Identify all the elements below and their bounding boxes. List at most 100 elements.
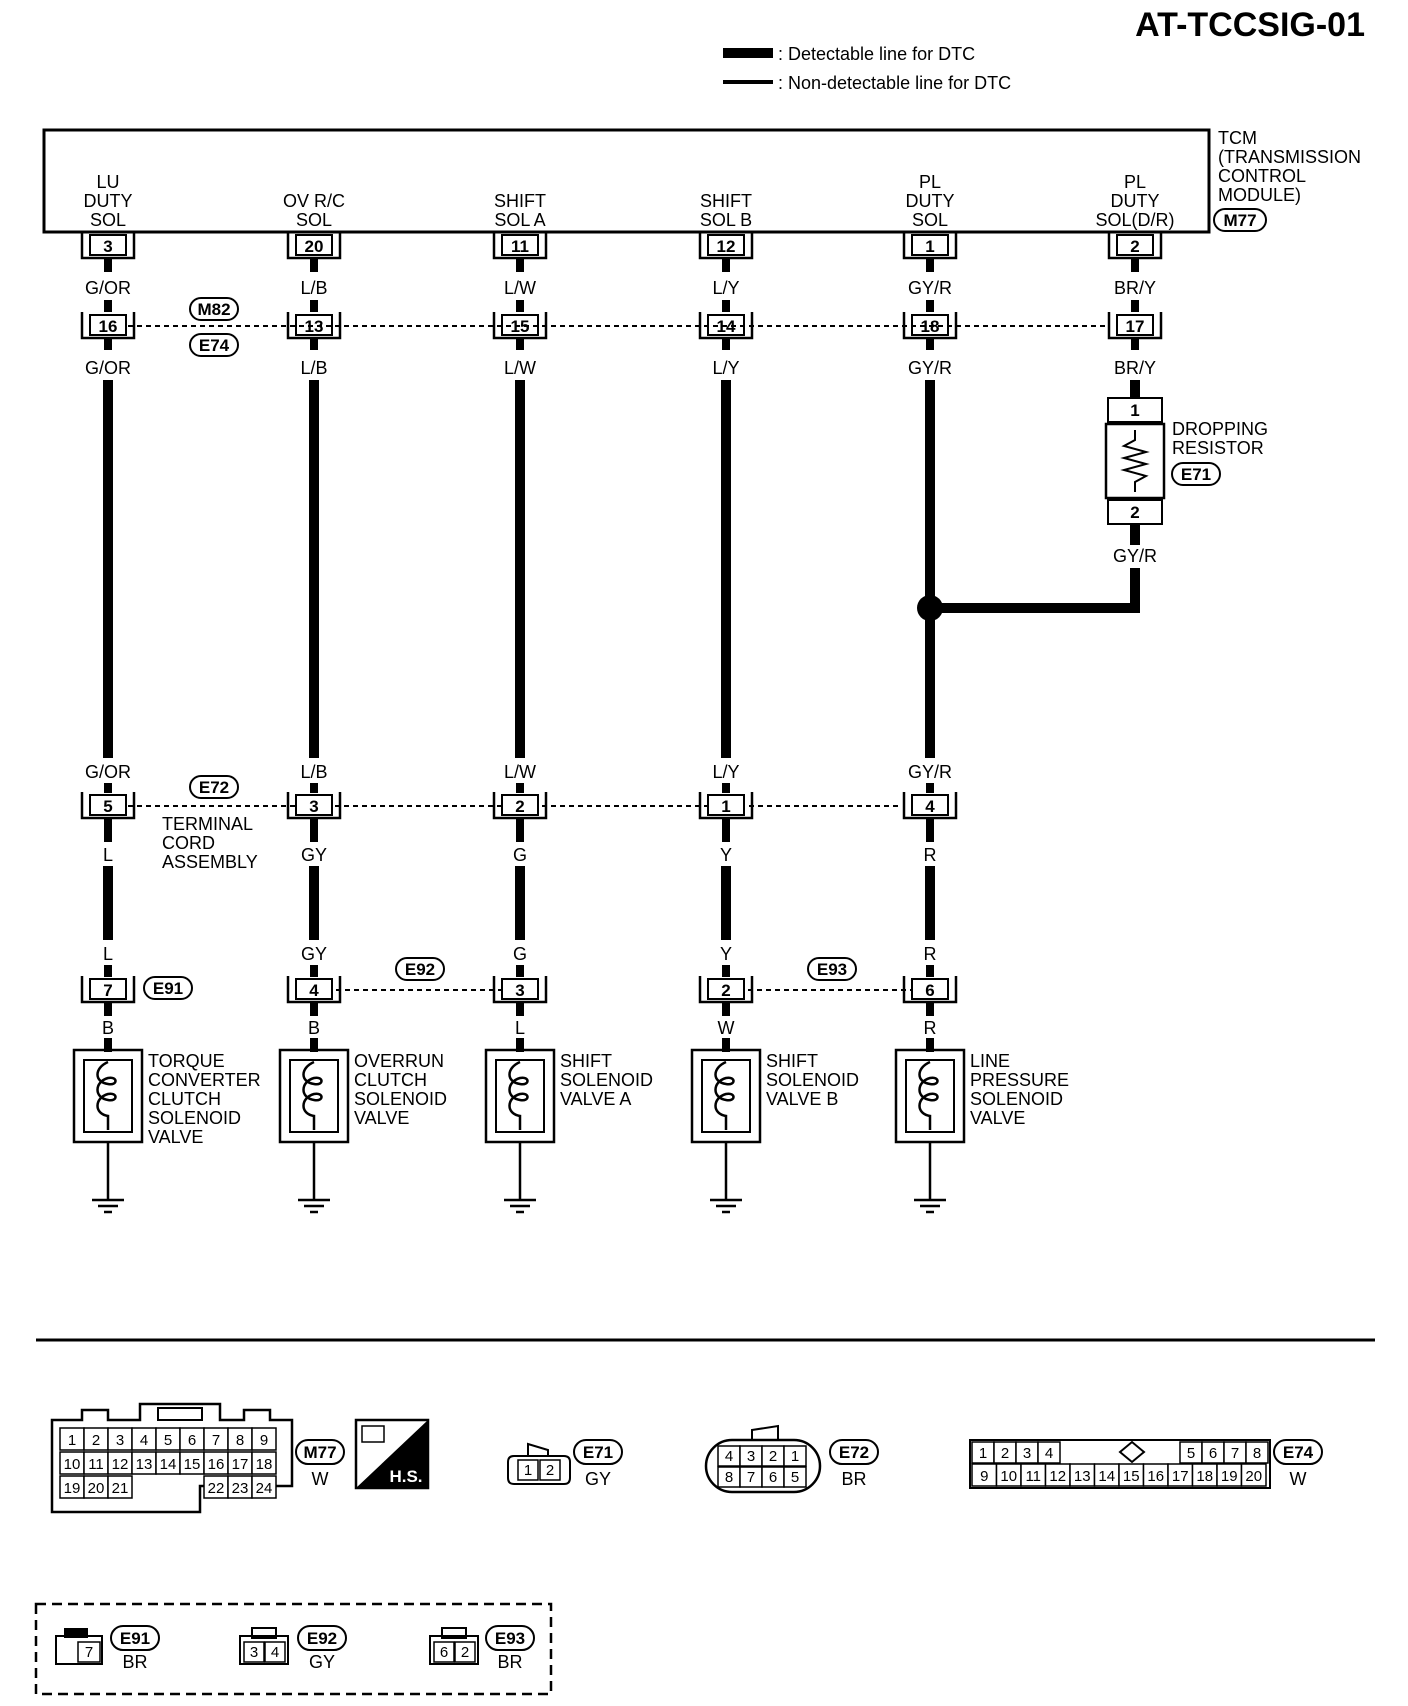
e74-pin: 4 [1045,1445,1053,1462]
sol-conn-pin-2: 4 [286,976,342,1004]
m82-e74-pin-6-box [1116,314,1154,336]
e72-pin-cell [783,1466,807,1488]
e72-name-2: CORD [162,833,215,853]
sol-conn-wire-bottom-color: R [924,1018,937,1038]
solenoid-name-line-4: SOLENOID [148,1108,241,1128]
e74-pin: 20 [1245,1468,1262,1485]
m77-pin: 16 [208,1456,225,1473]
e74-color: W [1290,1469,1307,1489]
m77-pin: 2 [92,1432,100,1449]
sol-conn-wire-top-color: G [513,944,527,964]
e71-pin: 2 [546,1462,554,1479]
tcm-title-2: (TRANSMISSION [1218,147,1361,167]
m77-pin: 3 [116,1432,124,1449]
tcm-pin-2-box [295,234,333,256]
e74-wire-color: G/OR [85,358,131,378]
solenoid-name-line-3: SOLENOID [970,1089,1063,1109]
e74-view-badge [1273,1439,1323,1465]
tcm-terminal-label-2: SHIFT [700,191,752,211]
sol-conn-pin-2-box [295,978,333,1000]
sol-conn-pin-2-frame [286,976,342,1004]
m82-e74-pin-1-number: 16 [99,317,118,336]
solenoid-symbol [278,1048,350,1144]
e72-pin-3-number: 2 [515,797,524,816]
sol-conn-wire-top-color: GY [301,944,327,964]
e93-view-label: E93 [495,1629,525,1648]
e93-housing [429,1635,479,1665]
e92-pin-cell [243,1641,265,1663]
tcm-pin-1-frame [80,232,136,260]
tcm-pin-3: 11 [492,232,548,260]
e74-pin: 9 [980,1468,988,1485]
m77-view-badge [295,1439,345,1465]
solenoid-name-line-1: SHIFT [766,1051,818,1071]
m82-e74-pin-6: 17 [1107,312,1163,340]
circuit-column-1: G/OR5LL7BTORQUECONVERTERCLUTCHSOLENOIDVA… [72,380,261,1214]
solenoid-name-line-4: VALVE [970,1108,1025,1128]
m77-pin: 15 [184,1456,201,1473]
e72-wire-bottom-color: L [103,845,113,865]
e92-badge [395,957,445,981]
solenoid-name-line-5: VALVE [148,1127,203,1147]
e93-color: BR [497,1652,522,1672]
e93-label: E93 [817,960,847,979]
e72-housing [704,1438,822,1494]
solenoid-name-line-1: LINE [970,1051,1010,1071]
coil-icon [96,1060,117,1130]
coil-icon [508,1060,529,1130]
sol-conn-pin-1-number: 7 [103,981,112,1000]
e72-pin-1: 5 [80,792,136,820]
e72-wire-bottom-color: G [513,845,527,865]
e72-wire-bottom-color: R [924,845,937,865]
e72-name-1: TERMINAL [162,814,253,834]
resistor-pin-1: 1 [1130,401,1139,420]
sol-conn-wire-top-color: R [924,944,937,964]
ground-icon [298,1198,330,1214]
m77-pin: 12 [112,1456,129,1473]
e72-wire-top-color: L/W [504,762,536,782]
e74-wire-color: GY/R [908,358,952,378]
e72-pin-1-number: 5 [103,797,112,816]
m77-pin: 5 [164,1432,172,1449]
legend-non-detectable: : Non-detectable line for DTC [778,73,1011,93]
e74-pin: 19 [1221,1468,1238,1485]
e92-housing [239,1635,289,1665]
e72-color: BR [841,1469,866,1489]
e93-pin-cell [454,1641,476,1663]
m77-pin: 23 [232,1480,249,1497]
e74-pin: 10 [1000,1468,1017,1485]
tcm-pin-6-frame [1107,232,1163,260]
e72-pin-2-frame [286,792,342,820]
m82-e74-pin-2: 13 [286,312,342,340]
tcm-pin-6-number: 2 [1130,237,1139,256]
tcm-connector-badge [1213,208,1267,232]
e71-label: E71 [1181,465,1211,484]
resistor-zigzag [1120,430,1150,492]
tcm-terminal-label-3: SOL(D/R) [1095,210,1174,230]
e72-wire-top-color: G/OR [85,762,131,782]
tcm-title-1: TCM [1218,128,1257,148]
tcm-terminal-label-1: PL [1124,172,1146,192]
tcm-pin-4-number: 12 [717,237,736,256]
e72-pin-2-box [295,794,333,816]
tcm-box [42,128,1211,234]
e93-latch [441,1627,467,1639]
m77-pin: 24 [256,1480,273,1497]
solenoid-name-line-3: VALVE B [766,1089,838,1109]
m82-e74-pin-1-box [89,314,127,336]
e91-label: E91 [153,979,183,998]
e92-view-badge [297,1625,347,1651]
sol-conn-pin-5-frame [902,976,958,1004]
coil-icon [918,1060,939,1130]
e72-pin-3: 2 [492,792,548,820]
tcm-pin-5: 1 [902,232,958,260]
m77-pin: 6 [188,1432,196,1449]
e72-block: E72 TERMINAL CORD ASSEMBLY [162,775,258,872]
e72-pin-4-number: 1 [721,797,730,816]
m77-pin: 21 [112,1480,129,1497]
e71-latch [527,1442,549,1456]
legend-thick-line [723,48,773,58]
